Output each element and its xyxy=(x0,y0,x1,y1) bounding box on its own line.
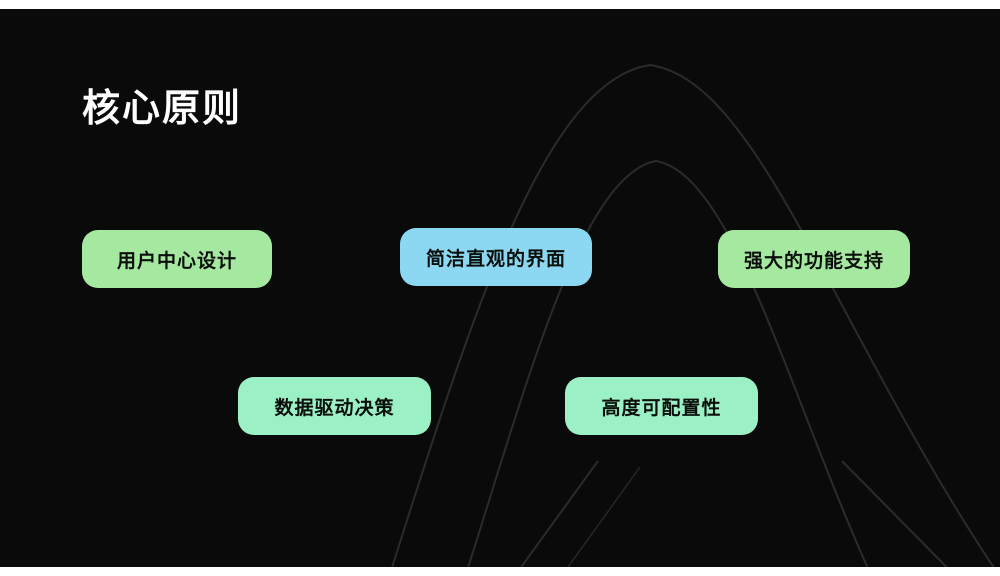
principle-badge-powerful-features: 强大的功能支持 xyxy=(718,230,910,288)
principle-badge-label: 用户中心设计 xyxy=(116,250,237,272)
page-title: 核心原则 xyxy=(82,88,243,130)
slide-canvas: 核心原则 用户中心设计 简洁直观的界面 强大的功能支持 数据驱动决策 高度可配置… xyxy=(0,9,1000,567)
principle-badge-user-centered: 用户中心设计 xyxy=(82,230,272,288)
principle-badge-label: 强大的功能支持 xyxy=(744,250,885,272)
principle-badge-label: 数据驱动决策 xyxy=(274,397,395,419)
principle-badge-configurable: 高度可配置性 xyxy=(565,377,758,435)
principle-badge-simple-interface: 简洁直观的界面 xyxy=(400,228,592,286)
principle-badge-label: 高度可配置性 xyxy=(601,397,722,419)
principle-badge-label: 简洁直观的界面 xyxy=(426,248,567,270)
principle-badge-data-driven: 数据驱动决策 xyxy=(238,377,431,435)
